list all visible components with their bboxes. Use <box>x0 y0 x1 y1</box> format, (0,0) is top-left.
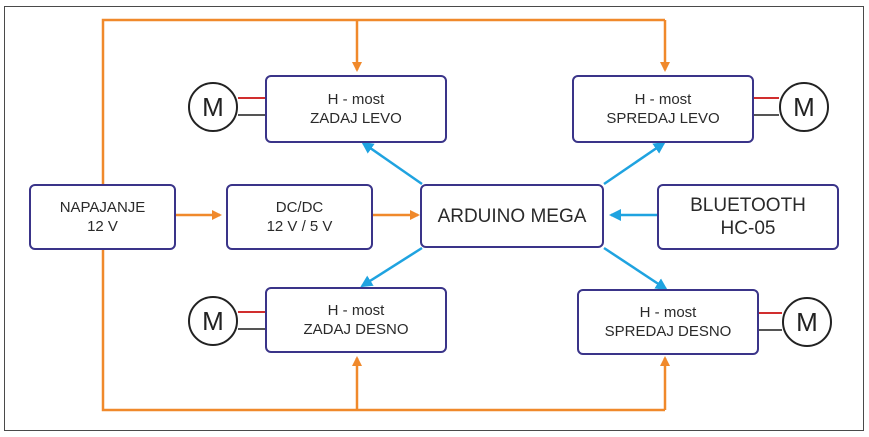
h-bridge-position: ZADAJ LEVO <box>310 110 402 127</box>
arduino-to-zadaj-desno <box>360 246 423 288</box>
arduino-label: ARDUINO MEGA <box>437 205 587 227</box>
motor-zadaj-desno: M <box>188 296 238 346</box>
dcdc-box: DC/DC 12 V / 5 V <box>226 184 373 250</box>
dcdc-label: DC/DC <box>275 199 324 216</box>
power-bottom-bus <box>101 249 665 412</box>
bluetooth-label: BLUETOOTH <box>690 195 806 216</box>
bluetooth-box: BLUETOOTH HC-05 <box>657 184 839 250</box>
arduino-box: ARDUINO MEGA <box>420 184 604 248</box>
napajanje-voltage: 12 V <box>87 218 118 235</box>
power-wires <box>101 18 670 412</box>
h-bridge-spredaj-desno: H - most SPREDAJ DESNO <box>577 289 759 355</box>
signal-wires <box>360 141 668 291</box>
motor-label: M <box>202 305 224 336</box>
h-bridge-position: ZADAJ DESNO <box>303 321 409 338</box>
h-bridge-title: H - most <box>639 304 697 321</box>
h-bridge-spredaj-levo: H - most SPREDAJ LEVO <box>572 75 754 143</box>
motor-spredaj-desno: M <box>782 297 832 347</box>
power-top-bus <box>101 18 665 185</box>
arduino-to-zadaj-levo <box>361 141 423 186</box>
motor-label: M <box>796 306 818 337</box>
motor-spredaj-levo: M <box>779 82 829 132</box>
dcdc-voltage: 12 V / 5 V <box>266 218 333 235</box>
arduino-to-spredaj-desno <box>603 246 668 291</box>
motor-label: M <box>202 91 224 122</box>
motor-zadaj-levo: M <box>188 82 238 132</box>
h-bridge-zadaj-desno: H - most ZADAJ DESNO <box>265 287 447 353</box>
bluetooth-model: HC-05 <box>720 218 776 239</box>
h-bridge-title: H - most <box>327 91 385 108</box>
h-bridge-title: H - most <box>327 302 385 319</box>
motor-leads <box>238 97 782 331</box>
motor-label: M <box>793 91 815 122</box>
h-bridge-position: SPREDAJ LEVO <box>606 110 720 127</box>
h-bridge-title: H - most <box>634 91 692 108</box>
diagram-frame <box>4 6 864 431</box>
napajanje-label: NAPAJANJE <box>59 199 146 216</box>
h-bridge-position: SPREDAJ DESNO <box>604 323 732 340</box>
arduino-to-spredaj-levo <box>603 141 666 186</box>
h-bridge-zadaj-levo: H - most ZADAJ LEVO <box>265 75 447 143</box>
napajanje-box: NAPAJANJE 12 V <box>29 184 176 250</box>
